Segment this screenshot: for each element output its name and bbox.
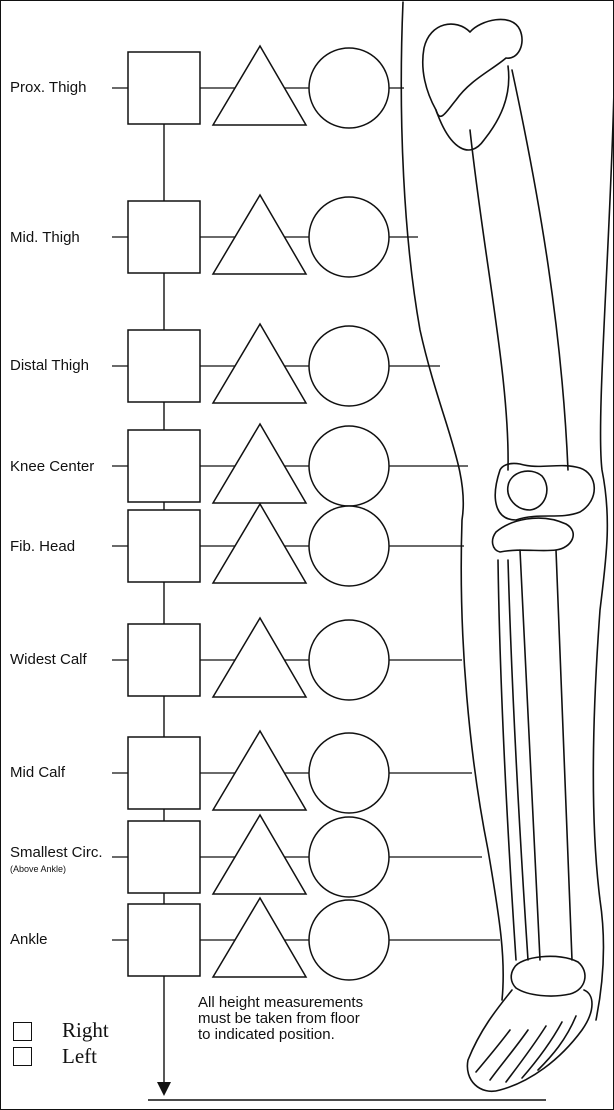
measurement-circle[interactable] — [309, 506, 389, 586]
left-checkbox[interactable] — [13, 1047, 32, 1066]
measurement-square-box[interactable] — [128, 510, 200, 582]
toe-1 — [476, 1030, 510, 1072]
measurement-row — [112, 815, 482, 897]
femur-shaft-right — [512, 70, 568, 470]
measurement-square-box[interactable] — [128, 737, 200, 809]
measurement-circle[interactable] — [309, 326, 389, 406]
row-sublabel: (Above Ankle) — [10, 864, 66, 874]
measurement-circle[interactable] — [309, 817, 389, 897]
measurement-square-box[interactable] — [128, 201, 200, 273]
row-label: Fib. Head — [10, 539, 76, 554]
row-label: Mid Calf — [10, 765, 66, 780]
measurement-row — [112, 195, 418, 277]
instruction-line-3: to indicated position. — [198, 1027, 438, 1043]
measurement-triangle[interactable] — [213, 898, 306, 977]
left-label: Left — [62, 1046, 97, 1067]
row-label: Widest Calf — [10, 652, 88, 667]
leg-bone-illustration — [401, 2, 614, 1091]
measurement-row — [112, 618, 462, 700]
femur-trochanter — [436, 66, 509, 150]
row-label: Ankle — [10, 932, 49, 947]
measurement-row — [112, 504, 464, 586]
tibia-head — [493, 518, 574, 552]
row-label: Mid. Thigh — [10, 230, 81, 245]
measurement-triangle[interactable] — [213, 815, 306, 894]
measurement-circle[interactable] — [309, 48, 389, 128]
patella — [508, 471, 547, 510]
measurement-circle[interactable] — [309, 900, 389, 980]
measurement-row — [112, 424, 468, 506]
measurement-row — [112, 731, 472, 813]
height-instructions: All height measurements must be taken fr… — [198, 995, 438, 1043]
measurement-rows — [112, 46, 500, 1092]
toe-5 — [538, 1016, 576, 1070]
tibia-shaft-right — [556, 550, 572, 960]
measurement-row — [112, 46, 404, 128]
measurement-row — [112, 898, 500, 980]
leg-outline-back — [401, 2, 503, 1000]
foot-outline — [467, 990, 592, 1091]
measurement-triangle[interactable] — [213, 424, 306, 503]
right-checkbox[interactable] — [13, 1022, 32, 1041]
fibula-right — [508, 560, 528, 960]
measurement-triangle[interactable] — [213, 504, 306, 583]
instruction-line-1: All height measurements — [198, 995, 438, 1011]
row-label: Knee Center — [10, 459, 95, 474]
measurement-triangle[interactable] — [213, 324, 306, 403]
femur-shaft-left — [470, 130, 508, 470]
measurement-circle[interactable] — [309, 197, 389, 277]
row-label: Smallest Circ. — [10, 845, 104, 860]
measurement-triangle[interactable] — [213, 195, 306, 274]
measurement-square-box[interactable] — [128, 624, 200, 696]
measurement-triangle[interactable] — [213, 618, 306, 697]
measurement-square-box[interactable] — [128, 904, 200, 976]
measurement-row — [112, 324, 440, 406]
measurement-square-box[interactable] — [128, 821, 200, 893]
measurement-square-box[interactable] — [128, 330, 200, 402]
femur-head — [423, 19, 522, 116]
right-label: Right — [62, 1020, 109, 1041]
floor-arrow — [157, 1082, 171, 1096]
leg-outline-front — [593, 90, 614, 1020]
measurement-square-box[interactable] — [128, 52, 200, 124]
fibula-left — [498, 560, 516, 960]
measurement-circle[interactable] — [309, 620, 389, 700]
instruction-line-2: must be taken from floor — [198, 1011, 438, 1027]
femur-condyles — [495, 463, 594, 520]
measurement-triangle[interactable] — [213, 731, 306, 810]
measurement-circle[interactable] — [309, 733, 389, 813]
ankle-bones — [511, 956, 585, 996]
toe-2 — [490, 1030, 528, 1080]
arrow-head-icon — [157, 1082, 171, 1096]
measurement-triangle[interactable] — [213, 46, 306, 125]
row-label: Prox. Thigh — [10, 80, 87, 95]
row-label: Distal Thigh — [10, 358, 90, 373]
measurement-circle[interactable] — [309, 426, 389, 506]
tibia-shaft-left — [520, 550, 540, 960]
measurement-square-box[interactable] — [128, 430, 200, 502]
